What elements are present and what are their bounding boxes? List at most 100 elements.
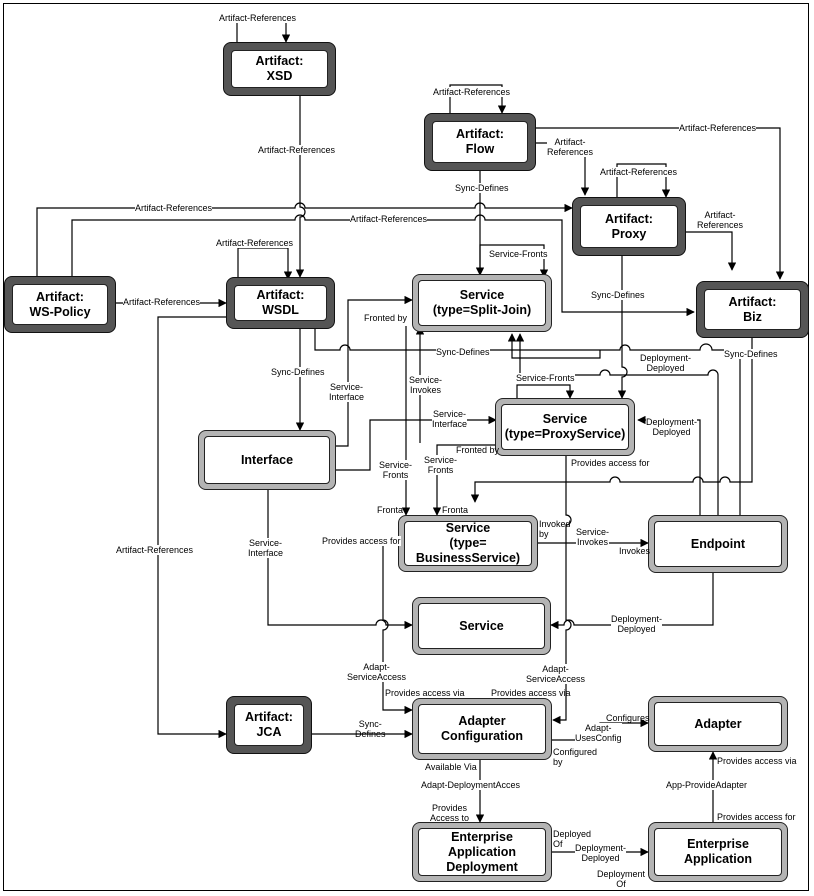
label-provides-access-via-1: Provides access via [385, 688, 465, 698]
node-artifact-flow[interactable]: Artifact: Flow [424, 113, 536, 171]
label-fronta-2: Fronta [442, 505, 469, 515]
node-enterprise-application[interactable]: Enterprise Application [648, 822, 788, 882]
label-fronta-1: Fronta [377, 505, 404, 515]
label-bizsvc-endpoint: Service- Invokes [576, 527, 610, 547]
edge-proxy-proxysvc [617, 256, 628, 399]
label-wspolicy-wsdl: Artifact-References [123, 297, 201, 307]
edge-proxy-self [616, 163, 671, 198]
node-endpoint-label: Endpoint [654, 521, 782, 567]
node-adapter-configuration-label: Adapter Configuration [418, 704, 546, 754]
node-service-split-join-label: Service (type=Split-Join) [418, 280, 546, 326]
label-adaptcfg-ead: Adapt-DeploymentAcces [421, 780, 521, 790]
node-enterprise-application-deployment[interactable]: Enterprise Application Deployment [412, 822, 552, 882]
label-interface-proxysvc: Service- Interface [432, 409, 468, 429]
node-artifact-wsdl[interactable]: Artifact: WSDL [226, 277, 335, 329]
node-endpoint[interactable]: Endpoint [648, 515, 788, 573]
edge-wsdl-jca [157, 316, 227, 739]
node-ea-label: Enterprise Application [654, 828, 782, 876]
node-artifact-ws-policy[interactable]: Artifact: WS-Policy [4, 276, 116, 333]
edge-xsd-wsdl [295, 96, 306, 278]
label-invokes: Invokes [619, 546, 651, 556]
node-service-proxy-service[interactable]: Service (type=ProxyService) [495, 398, 635, 456]
edge-interface-service [267, 490, 413, 630]
edge-wspolicy-proxy [36, 202, 573, 276]
diagram-frame [3, 3, 809, 891]
node-artifact-flow-label: Artifact: Flow [432, 121, 528, 163]
label-biz-bizsvc: Sync-Defines [724, 349, 778, 359]
edge-flow-biz [535, 127, 785, 280]
label-available-via: Available Via [425, 762, 477, 772]
edge-sync-to-splitjoin [507, 333, 601, 359]
node-service-split-join[interactable]: Service (type=Split-Join) [412, 274, 552, 332]
edge-splitjoin-self [479, 244, 549, 278]
label-deployment-of: Deployment Of [597, 869, 646, 889]
node-artifact-jca-label: Artifact: JCA [234, 704, 304, 746]
label-wsdl-splitjoin-sync: Sync-Defines [436, 347, 490, 357]
node-artifact-biz-label: Artifact: Biz [704, 289, 801, 330]
edge-biz-bizsvc [470, 338, 753, 503]
label-jca-adaptcfg: Sync- Defines [355, 719, 386, 739]
label-proxysvc-adaptcfg: Adapt- ServiceAccess [526, 664, 586, 684]
label-wsdl-interface: Sync-Defines [271, 367, 325, 377]
edge-xsd-self [236, 21, 291, 43]
label-endpoint-service: Deployment- Deployed [611, 614, 663, 634]
node-service-label: Service [418, 603, 545, 649]
node-interface-label: Interface [204, 436, 330, 484]
label-invoked-by: Invoked by [539, 519, 571, 539]
label-interface-service: Service- Interface [248, 538, 284, 558]
node-adapter-label: Adapter [654, 702, 782, 746]
edge-interface-splitjoin [336, 295, 413, 447]
label-flow-splitjoin: Sync-Defines [455, 183, 509, 193]
label-provides-access-for-2: Provides access for [322, 536, 401, 546]
node-ead-label: Enterprise Application Deployment [418, 828, 546, 876]
node-artifact-ws-policy-label: Artifact: WS-Policy [12, 284, 108, 325]
node-service-business-service-label: Service (type= BusinessService) [404, 521, 532, 566]
label-flow-biz: Artifact-References [679, 123, 757, 133]
node-service-business-service[interactable]: Service (type= BusinessService) [398, 515, 538, 572]
node-artifact-proxy[interactable]: Artifact: Proxy [572, 197, 686, 256]
label-provides-access-via-2: Provides access via [491, 688, 571, 698]
label-adaptcfg-adapter: Adapt- UsesConfig [575, 723, 622, 743]
edge-wsdl-self [237, 247, 293, 280]
label-provides-access-via-3: Provides access via [717, 756, 797, 766]
node-service-proxy-service-label: Service (type=ProxyService) [501, 404, 629, 450]
label-ea-adapter: App-ProvideAdapter [666, 780, 748, 790]
label-proxysvc-bizsvc: Service- Fronts [424, 455, 458, 475]
label-splitjoin-bizsvc: Service- Invokes [409, 375, 443, 395]
node-artifact-jca[interactable]: Artifact: JCA [226, 696, 312, 754]
edge-bizsvc-adaptcfg [382, 544, 413, 715]
label-wsdl-self: Artifact-References [216, 238, 294, 248]
node-interface[interactable]: Interface [198, 430, 336, 490]
node-adapter[interactable]: Adapter [648, 696, 788, 752]
label-provides-access-for-1: Provides access for [571, 458, 650, 468]
label-interface-splitjoin: Service- Interface [329, 382, 365, 402]
edge-endpoint-service [550, 572, 714, 630]
node-artifact-biz[interactable]: Artifact: Biz [696, 281, 809, 338]
edge-proxysvc-self [516, 384, 575, 399]
label-bizsvc-adaptcfg: Adapt- ServiceAccess [347, 662, 407, 682]
edge-wspolicy-biz [71, 214, 695, 317]
label-proxy-self: Artifact-References [600, 167, 678, 177]
label-flow-self: Artifact-References [433, 87, 511, 97]
label-splitjoin-self: Service-Fronts [489, 249, 548, 259]
edge-flow-self [449, 84, 507, 114]
label-proxy-proxysvc: Sync-Defines [591, 290, 645, 300]
label-provides-access-to: Provides Access to [430, 803, 470, 823]
label-configured-by: Configured by [553, 747, 598, 767]
node-artifact-xsd-label: Artifact: XSD [231, 50, 328, 88]
edge-endpoint-splitjoin [515, 333, 719, 517]
node-artifact-proxy-label: Artifact: Proxy [580, 205, 678, 248]
node-service[interactable]: Service [412, 597, 551, 655]
node-artifact-wsdl-label: Artifact: WSDL [234, 285, 327, 321]
label-configures: Configures [606, 713, 650, 723]
edge-proxysvc-bizsvc [432, 444, 500, 516]
edge-proxysvc-adaptcfg [552, 456, 572, 725]
node-artifact-xsd[interactable]: Artifact: XSD [223, 42, 336, 96]
label-wspolicy-proxy: Artifact-References [135, 203, 213, 213]
label-splitjoin-bizsvc-fronts: Service- Fronts [379, 460, 413, 480]
node-adapter-configuration[interactable]: Adapter Configuration [412, 698, 552, 760]
label-wsdl-jca: Artifact-References [116, 545, 194, 555]
label-proxysvc-self: Service-Fronts [516, 373, 575, 383]
edge-wsdl-splitjoin-sync [314, 328, 741, 518]
